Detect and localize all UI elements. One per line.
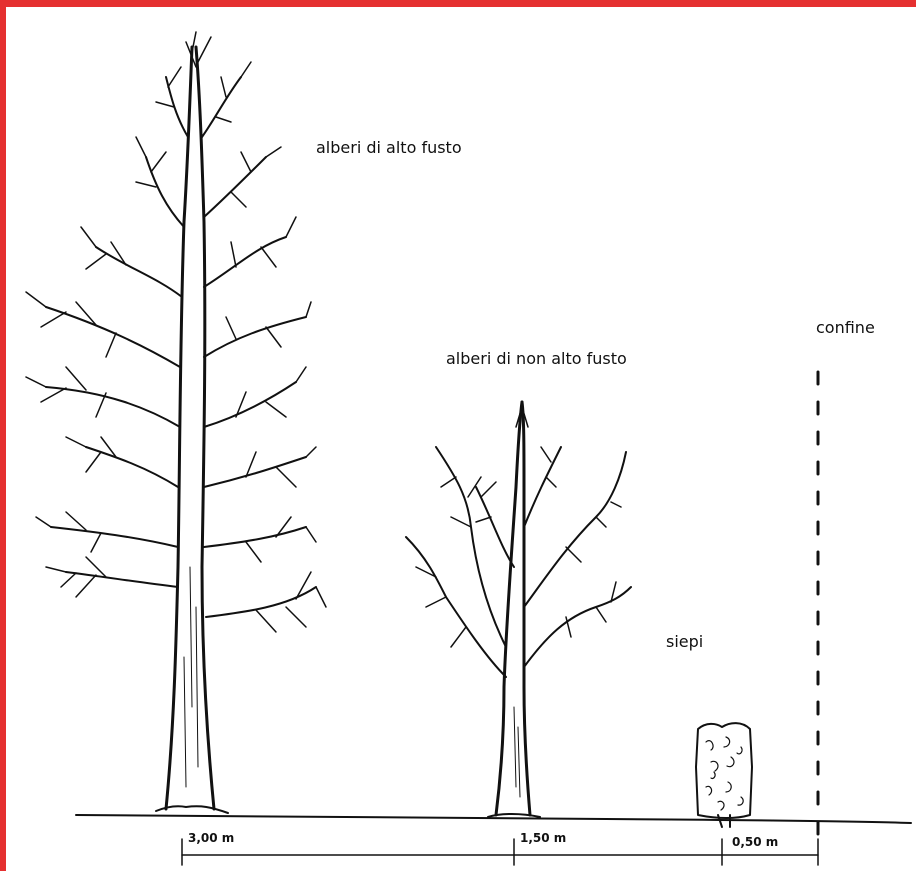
distance-diagram: alberi di alto fusto alberi di non alto … [6,7,916,871]
tall-tree-illustration [26,32,326,813]
label-boundary: confine [816,318,875,337]
distance-hedge: 0,50 m [732,835,778,849]
label-hedges: siepi [666,632,703,651]
hedge-illustration [696,723,752,827]
distance-short: 1,50 m [520,831,566,845]
label-short-trees: alberi di non alto fusto [446,349,627,368]
short-tree-illustration [406,402,631,817]
distance-tall: 3,00 m [188,831,234,845]
diagram-canvas: alberi di alto fusto alberi di non alto … [6,7,916,871]
label-tall-trees: alberi di alto fusto [316,138,462,157]
